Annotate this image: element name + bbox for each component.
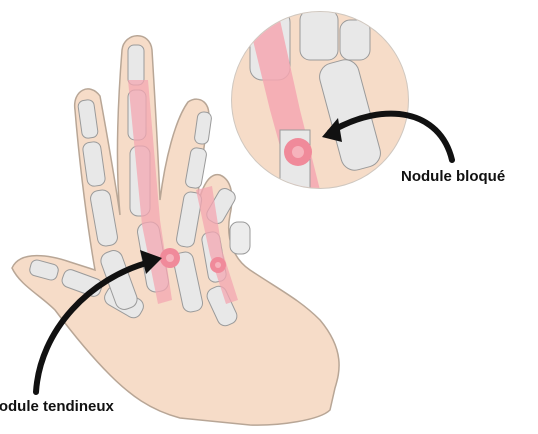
label-nodule-tendineux: Nodule tendineux bbox=[0, 398, 114, 415]
zoom-inset bbox=[232, 10, 408, 190]
label-nodule-bloque: Nodule bloqué bbox=[401, 168, 505, 185]
